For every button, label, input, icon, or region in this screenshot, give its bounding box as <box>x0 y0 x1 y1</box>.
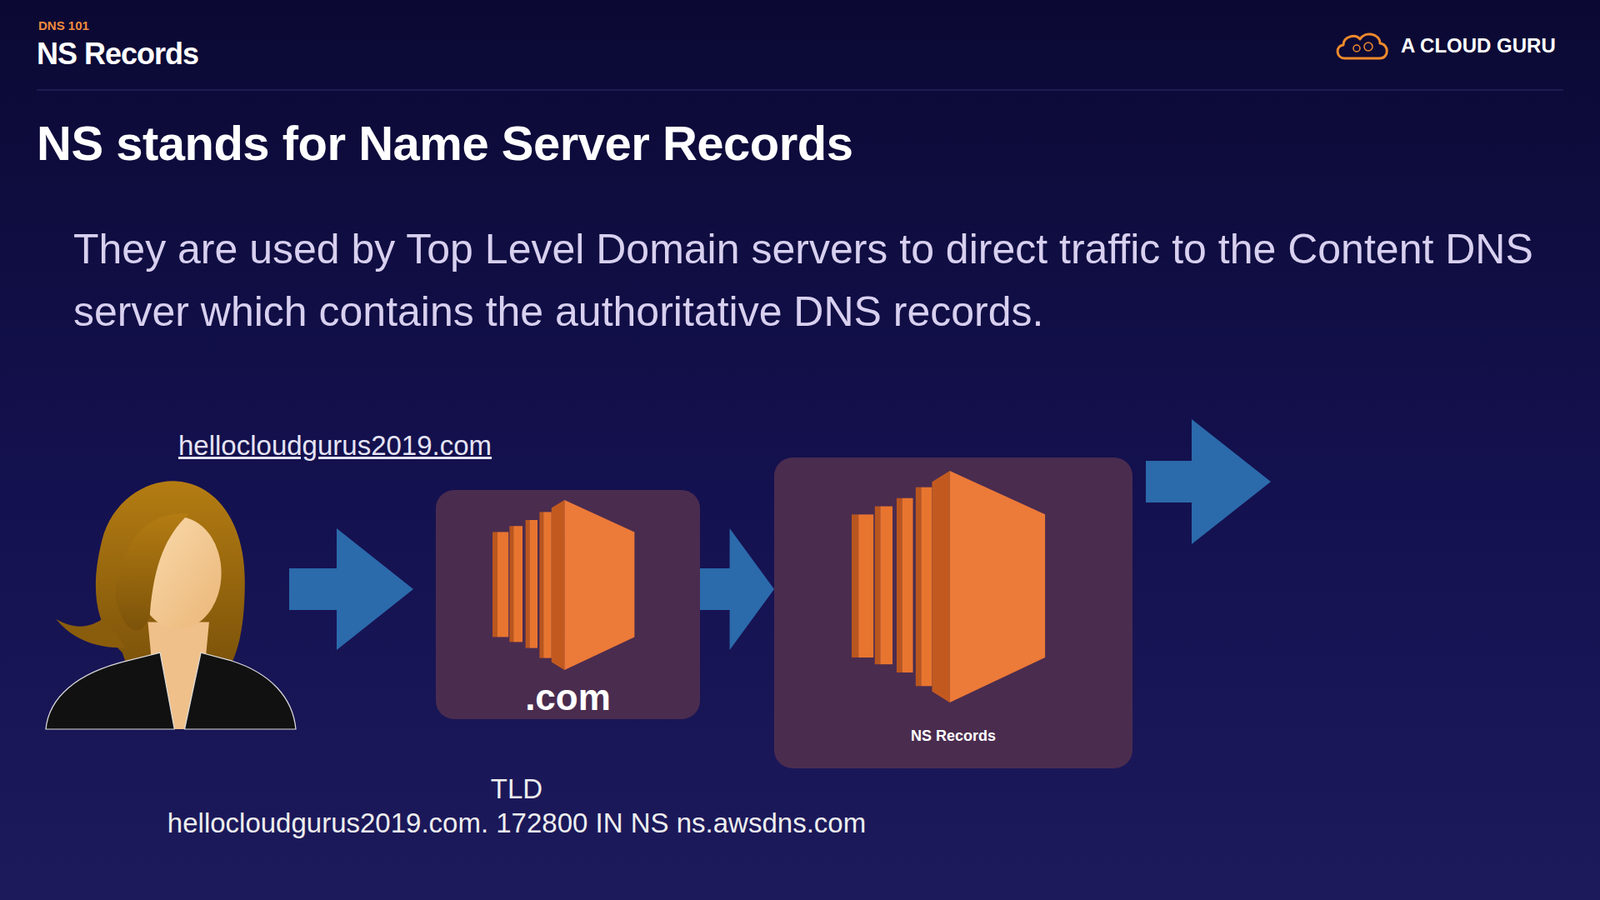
server-icon <box>492 500 635 670</box>
flow-arrow <box>289 528 414 650</box>
tld-server-box: .com <box>435 490 700 720</box>
box-label: NS Records <box>910 728 996 745</box>
user-figure <box>45 480 296 730</box>
slide-header: NS Records <box>36 36 199 71</box>
tld-label: TLD <box>490 773 543 805</box>
cloud-logo <box>1337 34 1387 59</box>
box-label: .com <box>525 677 611 718</box>
body-text: They are used by Top Level Domain server… <box>73 218 1565 344</box>
header-rule <box>36 89 1564 91</box>
slide-title: NS stands for Name Server Records <box>36 115 854 171</box>
ns-record-line: hellocloudgurus2019.com. 172800 IN NS ns… <box>167 807 866 840</box>
section-tag: DNS 101 <box>38 18 90 33</box>
flow-arrow <box>1145 419 1271 545</box>
flow-arrow <box>700 528 775 650</box>
server-icon <box>851 470 1045 703</box>
brand-name: A CLOUD GURU <box>1400 34 1556 58</box>
name-server-box: NS Records <box>774 457 1133 769</box>
domain-link: hellocloudgurus2019.com <box>178 430 492 462</box>
